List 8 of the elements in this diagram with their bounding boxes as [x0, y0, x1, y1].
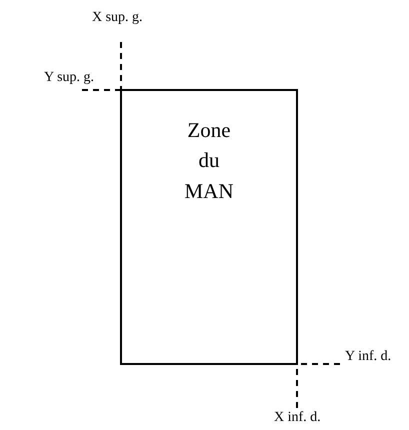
- corner-label: Y inf. d.: [345, 349, 392, 365]
- zone-rectangle: [120, 89, 298, 365]
- corner-label: X inf. d.: [274, 410, 321, 426]
- leader-line: [120, 42, 122, 90]
- zone-label: Zone du MAN: [183, 117, 234, 205]
- corner-label: Y sup. g.: [44, 70, 94, 86]
- corner-label: X sup. g.: [92, 10, 143, 26]
- leader-line: [82, 89, 121, 91]
